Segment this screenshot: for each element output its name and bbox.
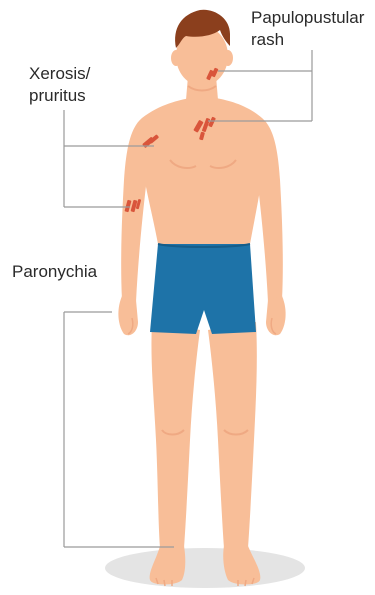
label-xerosis-line1: Xerosis/ bbox=[29, 63, 90, 85]
floor-shadow bbox=[105, 548, 305, 588]
right-ear bbox=[223, 50, 233, 66]
torso bbox=[140, 98, 265, 244]
shorts bbox=[150, 244, 256, 334]
label-papulopustular-rash: Papulopustular rash bbox=[251, 7, 364, 51]
right-hand bbox=[266, 296, 286, 335]
left-ear bbox=[171, 50, 181, 66]
label-xerosis-line2: pruritus bbox=[29, 85, 90, 107]
label-papulopustular-line2: rash bbox=[251, 29, 364, 51]
label-paronychia: Paronychia bbox=[12, 261, 97, 283]
legs bbox=[151, 322, 256, 548]
label-paronychia-line1: Paronychia bbox=[12, 261, 97, 283]
label-papulopustular-line1: Papulopustular bbox=[251, 7, 364, 29]
label-xerosis-pruritus: Xerosis/ pruritus bbox=[29, 63, 90, 107]
left-hand bbox=[118, 296, 138, 335]
